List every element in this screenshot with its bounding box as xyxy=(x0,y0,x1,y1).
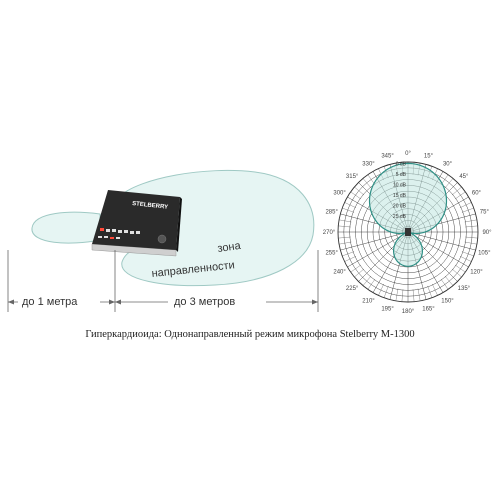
polar-grid-spoke xyxy=(354,268,365,278)
polar-grid-spoke xyxy=(440,278,449,290)
polar-angle-label: 75° xyxy=(480,210,490,216)
polar-grid-spoke xyxy=(454,264,466,273)
polar-grid-spoke xyxy=(459,202,472,208)
polar-grid-spoke xyxy=(340,231,409,251)
polar-grid-spoke xyxy=(444,275,454,286)
polar-grid-spoke xyxy=(451,268,462,278)
polar-grid-spoke xyxy=(401,289,404,302)
microphone-device: STELBERRY xyxy=(91,190,182,257)
polar-db-label: 20 dB xyxy=(393,204,407,210)
device-led-meter xyxy=(98,228,140,239)
polar-grid-spoke xyxy=(461,251,474,257)
polar-grid-spoke xyxy=(407,231,469,268)
polar-grid-spoke xyxy=(461,207,474,213)
polar-angle-label: 255° xyxy=(325,250,338,256)
polar-grid-spoke xyxy=(362,275,372,286)
polar-angle-label: 180° xyxy=(402,309,415,315)
polar-grid-spoke xyxy=(347,231,409,268)
polar-grid-spoke xyxy=(412,289,415,302)
polar-grid-spoke xyxy=(464,219,477,223)
near-zone-lobe xyxy=(31,211,101,244)
zone-label-line1: зона xyxy=(217,240,243,255)
polar-grid-spoke xyxy=(350,264,362,273)
polar-db-label: 15 dB xyxy=(393,193,407,199)
polar-angle-label: 345° xyxy=(381,154,394,160)
polar-grid-spoke xyxy=(339,219,352,223)
polar-grid-spoke xyxy=(344,256,357,262)
polar-grid-spoke xyxy=(367,278,376,290)
polar-grid-spoke xyxy=(362,178,372,189)
polar-angle-label: 270° xyxy=(323,230,336,236)
device-side xyxy=(176,197,182,252)
polar-angle-label: 45° xyxy=(459,174,469,180)
polar-angle-label: 195° xyxy=(381,306,394,312)
polar-grid-spoke xyxy=(350,191,362,200)
polar-angle-label: 30° xyxy=(443,162,453,168)
polar-angle-label: 225° xyxy=(346,286,359,292)
polar-db-label: 10 dB xyxy=(393,183,407,189)
device-mic-grille xyxy=(157,234,167,244)
polar-db-label: 5 dB xyxy=(396,172,407,178)
polar-db-label: 25 dB xyxy=(393,214,407,220)
polar-grid-spoke xyxy=(407,231,476,251)
polar-grid-spoke xyxy=(465,225,478,228)
polar-grid-spoke xyxy=(427,285,433,298)
polar-angle-label: 120° xyxy=(470,270,483,276)
polar-center-mic-icon xyxy=(405,228,411,236)
polar-grid-spoke xyxy=(395,288,399,301)
polar-grid-spoke xyxy=(339,241,352,245)
device-top xyxy=(92,190,180,250)
far-distance-label: до 3 метров xyxy=(174,296,235,308)
polar-pattern-chart: 0 dB 5 dB 10 dB 15 dB 20 dB 25 dB 0° 15° 30° 45° 6… xyxy=(323,151,492,315)
polar-db-label: 0 dB xyxy=(396,162,407,168)
polar-angle-label: 165° xyxy=(422,306,435,312)
polar-grid-spoke xyxy=(342,207,355,213)
polar-angle-label: 15° xyxy=(424,154,434,160)
polar-angle-label: 240° xyxy=(333,270,346,276)
polar-angle-label: 90° xyxy=(482,230,492,236)
polar-grid-spoke xyxy=(338,225,351,228)
polar-angle-label: 300° xyxy=(333,191,346,197)
polar-angle-label: 285° xyxy=(325,210,338,216)
polar-grid-spoke xyxy=(444,178,454,189)
polar-grid-spoke xyxy=(459,256,472,262)
polar-angle-label: 60° xyxy=(472,191,482,197)
polar-angle-label: 105° xyxy=(478,250,491,256)
polar-grid-spoke xyxy=(342,251,355,257)
polar-angle-label: 210° xyxy=(362,298,375,304)
polar-angle-label: 330° xyxy=(362,162,375,168)
polar-angle-label: 315° xyxy=(346,174,359,180)
polar-grid-spoke xyxy=(378,283,384,296)
polar-grid-spoke xyxy=(417,288,421,301)
hypercardioid-curve xyxy=(368,162,448,267)
polar-grid-spoke xyxy=(464,241,477,245)
polar-grid-spoke xyxy=(432,283,438,296)
polar-angle-label: 0° xyxy=(405,151,411,157)
polar-grid-spoke xyxy=(454,191,466,200)
polar-grid-spoke xyxy=(338,236,351,239)
polar-grid-spoke xyxy=(383,285,389,298)
polar-grid-spoke xyxy=(465,236,478,239)
polar-grid-spoke xyxy=(354,186,365,196)
polar-angle-label: 150° xyxy=(441,298,454,304)
polar-grid-spoke xyxy=(451,186,462,196)
polar-grid-spoke xyxy=(344,202,357,208)
near-distance-label: до 1 метра xyxy=(22,296,78,308)
polar-angle-label: 135° xyxy=(458,286,471,292)
device-brand-label: STELBERRY xyxy=(132,201,169,211)
figure-caption: Гиперкардиоида: Однонаправленный режим м… xyxy=(85,329,415,340)
